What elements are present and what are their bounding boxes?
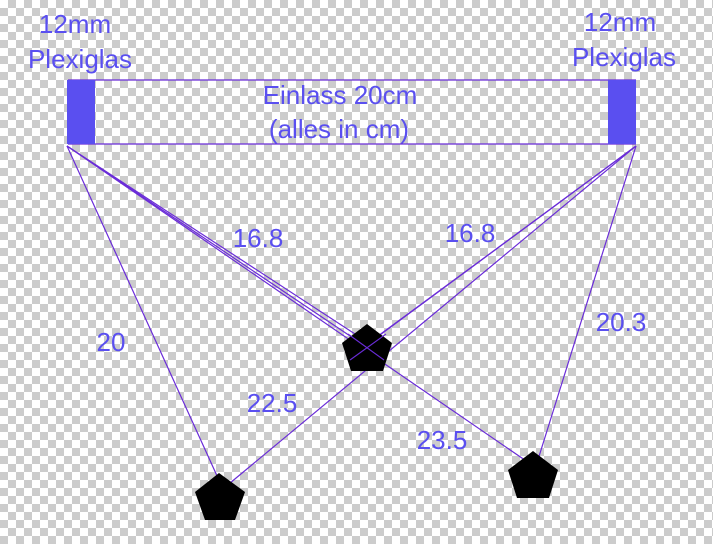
distance-center-to-right-speaker: 23.5 xyxy=(417,425,468,455)
inlet-width-label: Einlass 20cm xyxy=(263,80,418,110)
right-plexiglas-thickness: 12mm xyxy=(584,7,656,37)
line-left-to-center-speaker-a xyxy=(66,145,366,347)
right-plexiglas-block xyxy=(608,80,636,144)
header-labels: 12mm Plexiglas 12mm Plexiglas Einlass 20… xyxy=(28,7,676,144)
center-crossing xyxy=(347,333,387,361)
speaker-right-pentagon-icon xyxy=(508,451,558,498)
left-plexiglas-material: Plexiglas xyxy=(28,44,132,74)
center-cross-line-a xyxy=(347,333,385,361)
line-left-to-left-speaker xyxy=(66,145,219,479)
distance-labels: 20 16.8 16.8 20.3 22.5 23.5 xyxy=(97,218,647,455)
distance-left-to-center-speaker: 16.8 xyxy=(233,223,284,253)
units-note-label: (alles in cm) xyxy=(269,114,409,144)
inlet-frame xyxy=(68,79,636,145)
left-plexiglas-block xyxy=(67,80,95,144)
distance-right-to-center-speaker: 16.8 xyxy=(445,218,496,248)
left-plexiglas-thickness: 12mm xyxy=(39,9,111,39)
line-right-to-center-speaker-b xyxy=(377,145,637,337)
line-right-to-right-speaker xyxy=(535,145,637,467)
speaker-left-pentagon-icon xyxy=(195,473,245,520)
line-left-to-center-speaker-b xyxy=(66,145,356,335)
measurement-lines xyxy=(66,145,637,494)
right-plexiglas-material: Plexiglas xyxy=(572,42,676,72)
center-cross-line-b xyxy=(349,333,387,361)
line-left-to-right-speaker xyxy=(66,145,536,468)
distance-left-to-left-speaker: 20 xyxy=(97,327,126,357)
line-right-to-left-speaker xyxy=(217,145,637,494)
distance-center-to-left-speaker: 22.5 xyxy=(247,388,298,418)
distance-right-to-right-speaker: 20.3 xyxy=(596,307,647,337)
